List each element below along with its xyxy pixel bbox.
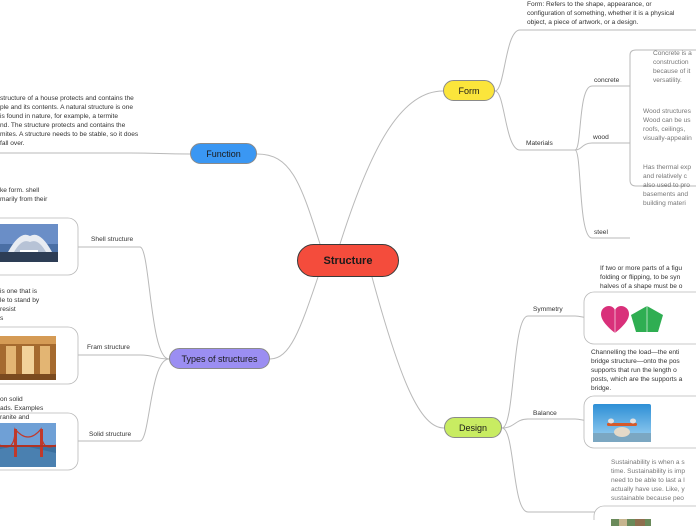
design-node[interactable]: Design bbox=[444, 417, 502, 438]
symmetry-label[interactable]: Symmetry bbox=[533, 306, 563, 313]
concrete-text[interactable]: Concrete is a construction because of it… bbox=[653, 50, 692, 85]
sustainability-text[interactable]: Sustainability is when a s time. Sustain… bbox=[611, 459, 686, 503]
concrete-label[interactable]: concrete bbox=[594, 77, 620, 84]
frame-text[interactable]: is one that is le to stand by resist s bbox=[0, 288, 40, 323]
form-node[interactable]: Form bbox=[443, 80, 495, 101]
central-topic[interactable]: Structure bbox=[297, 244, 399, 277]
wood-label[interactable]: wood bbox=[593, 134, 609, 141]
balance-image[interactable] bbox=[593, 404, 651, 447]
materials-label[interactable]: Materials bbox=[526, 140, 553, 147]
frame-structure-label[interactable]: Fram structure bbox=[87, 344, 130, 351]
function-text[interactable]: structure of a house protects and contai… bbox=[0, 95, 139, 148]
sustainability-image[interactable] bbox=[611, 513, 651, 531]
shell-structure-label[interactable]: Shell structure bbox=[91, 236, 134, 243]
solid-text[interactable]: on solid ads. Examples ranite and bbox=[0, 396, 44, 422]
wood-text[interactable]: Wood structures Wood can be us roofs, ce… bbox=[643, 108, 692, 143]
solid-structure-image[interactable] bbox=[0, 423, 57, 472]
shell-structure-image[interactable] bbox=[0, 224, 58, 267]
shell-text[interactable]: ke form. shell marily from their bbox=[0, 187, 48, 204]
balance-text[interactable]: Channelling the load—the enti bridge str… bbox=[591, 349, 683, 393]
form-definition[interactable]: Form: Refers to the shape, appearance, o… bbox=[527, 1, 675, 27]
symmetry-image[interactable] bbox=[600, 303, 670, 342]
steel-text[interactable]: Has thermal exp and relatively c also us… bbox=[643, 164, 692, 208]
steel-label[interactable]: steel bbox=[594, 229, 608, 236]
function-node[interactable]: Function bbox=[190, 143, 257, 164]
symmetry-text[interactable]: If two or more parts of a figu folding o… bbox=[600, 265, 683, 291]
types-node[interactable]: Types of structures bbox=[169, 348, 270, 369]
frame-structure-image[interactable] bbox=[0, 336, 56, 385]
balance-label[interactable]: Balance bbox=[533, 410, 557, 417]
solid-structure-label[interactable]: Solid structure bbox=[89, 431, 132, 438]
